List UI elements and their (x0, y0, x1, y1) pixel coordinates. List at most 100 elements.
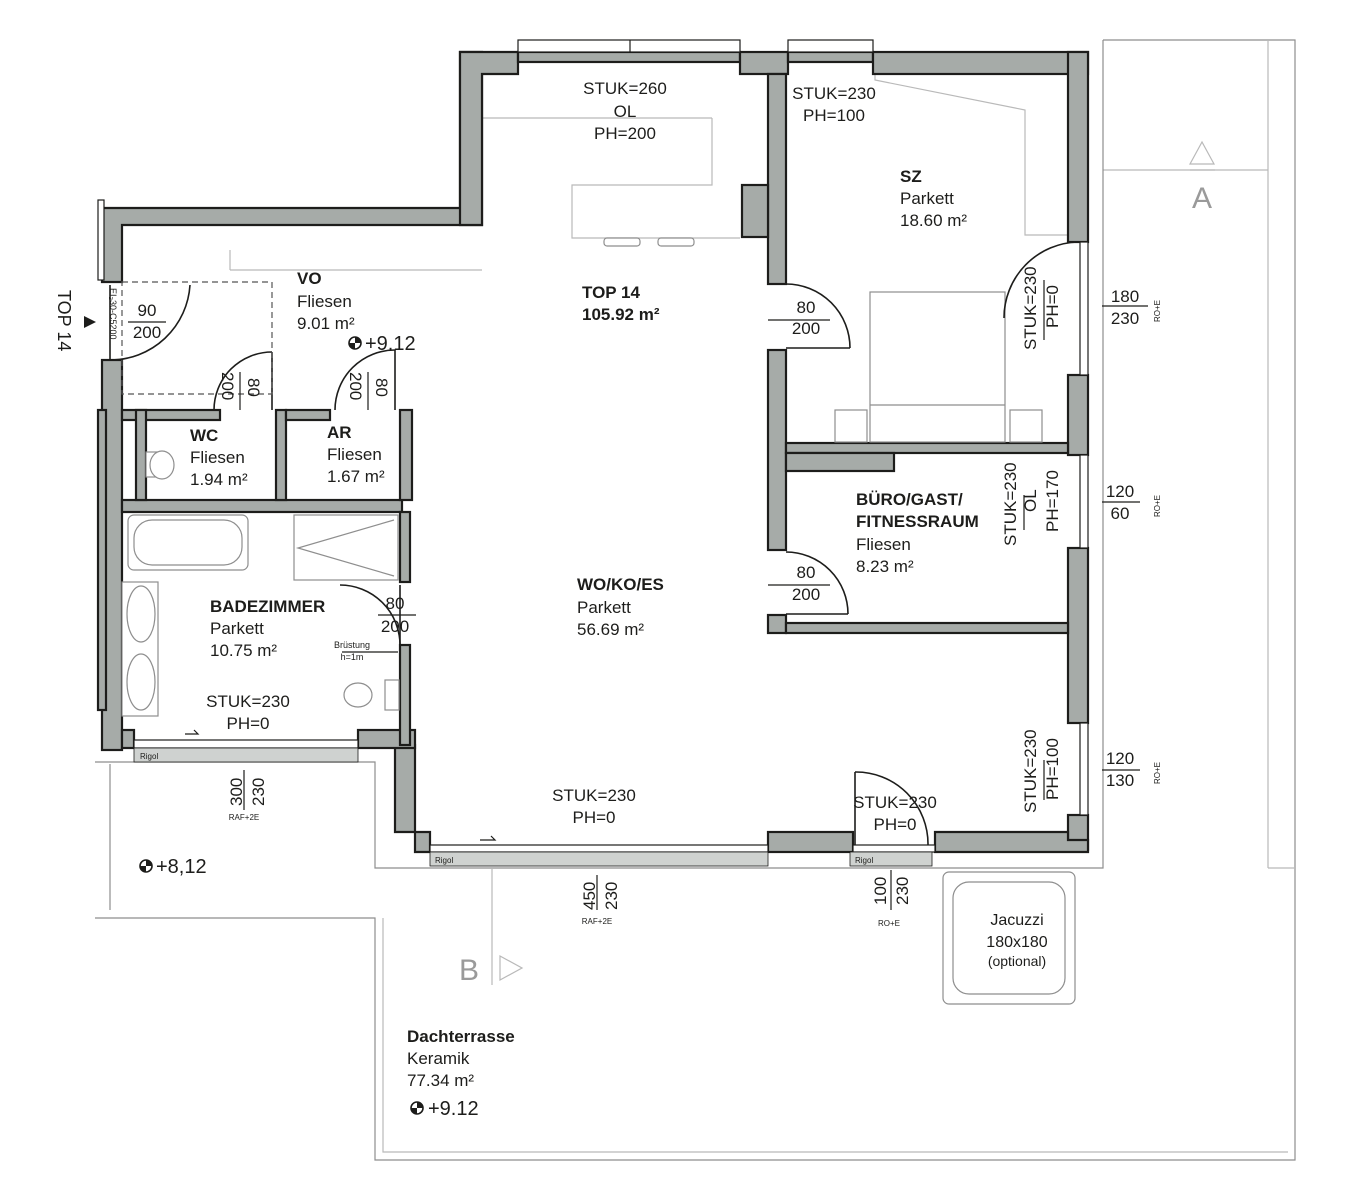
room-sz-name: SZ (900, 167, 922, 186)
room-buero-name1: BÜRO/GAST/ (856, 490, 963, 509)
entry-arrow (84, 316, 96, 328)
door-entry-height: 200 (133, 323, 161, 342)
rigol-label-door: Rigol (855, 856, 873, 865)
window-wo-type: RAF+2E (582, 917, 612, 926)
windows (97, 39, 1089, 853)
sz-side-ph: PH=0 (1043, 285, 1062, 328)
rigol-drains: Rigol Rigol Rigol (133, 747, 933, 867)
room-terrasse-floor: Keramik (407, 1049, 470, 1068)
door-buero-height: 200 (792, 585, 820, 604)
room-wo-area: 56.69 m² (577, 620, 644, 639)
window-buero-height: 60 (1111, 504, 1130, 523)
top14-name: TOP 14 (582, 283, 641, 302)
room-bad-name: BADEZIMMER (210, 597, 325, 616)
sz-top-stuk: STUK=230 (792, 84, 876, 103)
door-wc-height: 200 (218, 372, 237, 400)
door-wc-width: 80 (244, 378, 263, 397)
level-vo: +9.12 (365, 333, 416, 355)
wo-side-ph: PH=100 (1043, 738, 1062, 800)
window-terrace-width: 100 (871, 877, 890, 905)
room-wc-floor: Fliesen (190, 448, 245, 467)
level-terrasse: +9.12 (428, 1098, 479, 1120)
rigol-label-bad: Rigol (140, 752, 158, 761)
window-terrace-type: RO+E (878, 919, 900, 928)
door-right-stuk: STUK=230 (853, 793, 937, 812)
window-wo-height: 230 (602, 882, 621, 910)
jacuzzi-optional: (optional) (988, 953, 1046, 969)
door-buero-width: 80 (797, 563, 816, 582)
jacuzzi-name: Jacuzzi (990, 912, 1043, 929)
top14-side-label: TOP 14 (54, 290, 74, 351)
room-vo-floor: Fliesen (297, 292, 352, 311)
window-bad-width: 300 (227, 778, 246, 806)
room-bad-floor: Parkett (210, 619, 264, 638)
furniture (121, 237, 1076, 1005)
room-bad-area: 10.75 m² (210, 641, 277, 660)
room-terrasse-area: 77.34 m² (407, 1071, 474, 1090)
thin-lines (229, 70, 1070, 271)
room-vo-area: 9.01 m² (297, 314, 355, 333)
top14-area: 105.92 m² (582, 305, 660, 324)
buero-side-ol: OL (1021, 489, 1040, 512)
section-b-label: B (459, 954, 479, 987)
wo-window-stuk: STUK=230 (552, 786, 636, 805)
room-sz-area: 18.60 m² (900, 211, 967, 230)
room-wc-name: WC (190, 426, 218, 445)
section-marks (84, 140, 1216, 985)
buero-side-ph: PH=170 (1043, 470, 1062, 532)
window-wo-width: 450 (580, 882, 599, 910)
window-buero-width: 120 (1106, 482, 1134, 501)
window-wo-side-width: 120 (1106, 749, 1134, 768)
window-wo-side-type: RO+E (1153, 762, 1162, 784)
door-sz-height: 200 (792, 319, 820, 338)
vo-dashed-area (121, 281, 273, 395)
room-vo-name: VO (297, 269, 322, 288)
window-sz-type: RO+E (1153, 300, 1162, 322)
dimension-lines (128, 280, 1148, 910)
door-sz-width: 80 (797, 298, 816, 317)
sz-top-ph: PH=100 (803, 106, 865, 125)
room-ar-name: AR (327, 423, 352, 442)
entry-door-code: EI₂30-C5200 (108, 288, 118, 340)
door-right-ph: PH=0 (874, 815, 917, 834)
kitchen-ol: OL (614, 102, 637, 121)
room-ar-area: 1.67 m² (327, 467, 385, 486)
door-ar-height: 200 (346, 372, 365, 400)
window-bad-type: RAF+2E (229, 813, 259, 822)
bad-window-stuk: STUK=230 (206, 692, 290, 711)
door-bad-width: 80 (386, 594, 405, 613)
door-ar-width: 80 (372, 378, 391, 397)
kitchen-ph: PH=200 (594, 124, 656, 143)
window-sz-height: 230 (1111, 309, 1139, 328)
window-terrace-height: 230 (893, 877, 912, 905)
door-entry-width: 90 (138, 301, 157, 320)
kitchen-stuk: STUK=260 (583, 79, 667, 98)
window-sz-width: 180 (1111, 287, 1139, 306)
bruestung-label: Brüstung (334, 640, 370, 650)
jacuzzi-size: 180x180 (986, 934, 1047, 951)
room-ar-floor: Fliesen (327, 445, 382, 464)
section-a-label: A (1192, 182, 1212, 215)
buero-side-stuk: STUK=230 (1001, 462, 1020, 546)
room-sz-floor: Parkett (900, 189, 954, 208)
wo-window-ph: PH=0 (573, 808, 616, 827)
level-markers (139, 336, 424, 1115)
window-buero-type: RO+E (1153, 495, 1162, 517)
room-terrasse-name: Dachterrasse (407, 1027, 515, 1046)
level-outside: +8,12 (156, 856, 207, 878)
bruestung-height: h=1m (341, 652, 364, 662)
room-buero-name2: FITNESSRAUM (856, 512, 979, 531)
rigol-label-wo: Rigol (435, 856, 453, 865)
room-wo-floor: Parkett (577, 598, 631, 617)
room-wo-name: WO/KO/ES (577, 575, 664, 594)
sz-side-stuk: STUK=230 (1021, 266, 1040, 350)
bad-window-ph: PH=0 (227, 714, 270, 733)
window-wo-side-height: 130 (1106, 771, 1134, 790)
door-bad-height: 200 (381, 617, 409, 636)
room-buero-area: 8.23 m² (856, 557, 914, 576)
room-buero-floor: Fliesen (856, 535, 911, 554)
window-bad-height: 230 (249, 778, 268, 806)
room-wc-area: 1.94 m² (190, 470, 248, 489)
wo-side-stuk: STUK=230 (1021, 729, 1040, 813)
